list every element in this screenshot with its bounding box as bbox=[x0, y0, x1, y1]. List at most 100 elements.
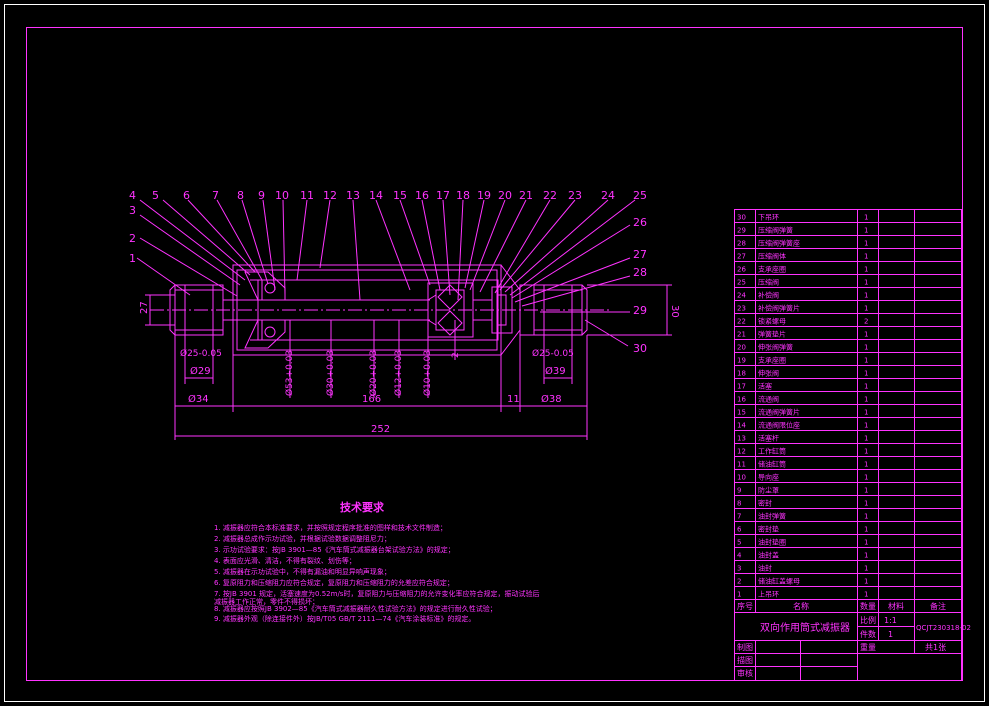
dimension-labels: 27 30 Ø34 166 11 Ø38 252 Ø29 Ø39 Ø25-0.0… bbox=[139, 301, 680, 435]
bom-row-no: 13 bbox=[737, 435, 746, 443]
balloon-14: 14 bbox=[369, 189, 383, 202]
bom-row-qty: 1 bbox=[864, 383, 868, 391]
bom-row-qty: 1 bbox=[864, 526, 868, 534]
bom-row-name: 锁紧螺母 bbox=[758, 317, 786, 326]
weight-label: 重量 bbox=[860, 642, 876, 652]
balloon-numbers: 1 2 3 4 5 6 7 8 9 10 11 12 13 14 15 16 1… bbox=[129, 189, 647, 355]
bom-row-no: 8 bbox=[737, 500, 741, 508]
balloon-29: 29 bbox=[633, 304, 647, 317]
bom-header-remark: 备注 bbox=[930, 601, 946, 611]
bom-row-name: 流通阀限位座 bbox=[758, 421, 800, 430]
dim-d25-left: Ø25-0.05 bbox=[180, 348, 222, 359]
dim-2: 2 bbox=[451, 352, 461, 358]
balloon-15: 15 bbox=[393, 189, 407, 202]
bom-row-name: 流通阀弹簧片 bbox=[758, 408, 800, 417]
bom-row-qty: 1 bbox=[864, 240, 868, 248]
tech-item-6: 6. 复原阻力和压缩阻力应符合规定，复原阻力和压缩阻力的允差应符合规定； bbox=[214, 578, 454, 587]
bom-row-qty: 1 bbox=[864, 409, 868, 417]
dim-252: 252 bbox=[371, 424, 390, 435]
balloon-4: 4 bbox=[129, 189, 136, 202]
bom-row-no: 2 bbox=[737, 578, 741, 586]
role-tracer: 描图 bbox=[737, 655, 753, 665]
dim-30: 30 bbox=[669, 305, 680, 318]
balloon-18: 18 bbox=[456, 189, 470, 202]
bom-row-no: 23 bbox=[737, 305, 746, 313]
technical-requirements: 技术要求 1. 减振器应符合本标准要求，并按照规定程序批准的图样和技术文件制造；… bbox=[214, 500, 539, 623]
bom-row-no: 17 bbox=[737, 383, 746, 391]
dim-d25-right: Ø25-0.05 bbox=[532, 348, 574, 359]
tech-item-9: 9. 减振器外观（除连接件外）按JB/T05 GB/T 2111—74《汽车涂装… bbox=[214, 614, 475, 623]
bom-row-qty: 1 bbox=[864, 539, 868, 547]
dim-d53: Ø53+0.03 bbox=[284, 350, 295, 396]
bom-row-qty: 1 bbox=[864, 253, 868, 261]
tech-item-2: 2. 减振器总成作示功试验，并根据试验数据调整阻尼力； bbox=[214, 534, 391, 543]
balloon-13: 13 bbox=[346, 189, 360, 202]
bom-row-qty: 1 bbox=[864, 435, 868, 443]
balloon-22: 22 bbox=[543, 189, 557, 202]
bom-row-name: 伸张阀 bbox=[758, 369, 779, 378]
bom-header-name: 名称 bbox=[793, 601, 809, 611]
bom-row-name: 压缩阀弹簧座 bbox=[758, 239, 800, 248]
bom-row-no: 25 bbox=[737, 279, 746, 287]
bom-row-name: 支承座圈 bbox=[758, 265, 786, 274]
bom-row-no: 11 bbox=[737, 461, 746, 469]
balloon-10: 10 bbox=[275, 189, 289, 202]
bom-row-name: 补偿阀弹簧片 bbox=[758, 304, 800, 313]
bom-row-name: 压缩阀体 bbox=[758, 252, 786, 261]
tech-item-3: 3. 示功试验要求：按JB 3901—85《汽车筒式减振器台架试验方法》的规定； bbox=[214, 545, 455, 554]
balloon-11: 11 bbox=[300, 189, 314, 202]
tech-title: 技术要求 bbox=[340, 500, 385, 514]
bom-row-name: 补偿阀 bbox=[758, 291, 779, 300]
qty-value: 1 bbox=[888, 630, 893, 639]
dim-d38: Ø38 bbox=[541, 393, 562, 405]
bom-row-no: 1 bbox=[737, 591, 741, 599]
balloon-12: 12 bbox=[323, 189, 337, 202]
bom-row-qty: 1 bbox=[864, 279, 868, 287]
bom-header-no: 序号 bbox=[737, 601, 753, 611]
drawing-number: QCJT230318-02 bbox=[916, 624, 971, 632]
bom-row-name: 活塞杆 bbox=[758, 434, 779, 443]
outer-border bbox=[4, 4, 985, 702]
dimensions bbox=[145, 284, 672, 440]
balloon-3: 3 bbox=[129, 204, 136, 217]
role-reviewer: 审核 bbox=[737, 668, 753, 678]
bom-row-name: 密封垫 bbox=[758, 525, 779, 534]
bom-row-qty: 1 bbox=[864, 331, 868, 339]
bom-row-name: 压缩阀弹簧 bbox=[758, 226, 793, 235]
bom-row-name: 防尘罩 bbox=[758, 486, 779, 495]
bom-row-no: 14 bbox=[737, 422, 746, 430]
balloon-25: 25 bbox=[633, 189, 647, 202]
bom-row-qty: 1 bbox=[864, 513, 868, 521]
bom-row-name: 上吊环 bbox=[758, 590, 779, 599]
bom-row-name: 伸张阀弹簧 bbox=[758, 343, 793, 352]
bom-row-no: 7 bbox=[737, 513, 741, 521]
bom-row-name: 油封垫圈 bbox=[758, 538, 786, 547]
shock-absorber-section bbox=[150, 264, 610, 356]
balloon-2: 2 bbox=[129, 232, 136, 245]
bom-row-no: 18 bbox=[737, 370, 746, 378]
bom-row-qty: 1 bbox=[864, 266, 868, 274]
bom-row-name: 工作缸筒 bbox=[758, 447, 786, 456]
drawing-title: 双向作用筒式减振器 bbox=[760, 621, 850, 634]
dim-d20: Ø20+0.03 bbox=[368, 350, 379, 396]
dim-d12: Ø12+0.03 bbox=[393, 350, 404, 396]
balloon-24: 24 bbox=[601, 189, 615, 202]
tech-item-5: 5. 减振器在示功试验中，不得有漏油和明显异响声现象； bbox=[214, 567, 391, 576]
bom-row-no: 20 bbox=[737, 344, 746, 352]
bom-row-no: 3 bbox=[737, 565, 741, 573]
bom-row-qty: 1 bbox=[864, 448, 868, 456]
bom-row-no: 22 bbox=[737, 318, 746, 326]
dim-166: 166 bbox=[362, 394, 381, 405]
bom-row-qty: 1 bbox=[864, 292, 868, 300]
bom-row-qty: 1 bbox=[864, 344, 868, 352]
bom-row-qty: 2 bbox=[864, 318, 868, 326]
dim-d34: Ø34 bbox=[188, 393, 209, 405]
bom-row-no: 9 bbox=[737, 487, 741, 495]
bom-row-name: 油封盖 bbox=[758, 551, 779, 560]
bom-row-no: 24 bbox=[737, 292, 746, 300]
balloon-leaders bbox=[136, 199, 636, 347]
bom-row-no: 5 bbox=[737, 539, 741, 547]
balloon-6: 6 bbox=[183, 189, 190, 202]
bom-row-qty: 1 bbox=[864, 487, 868, 495]
